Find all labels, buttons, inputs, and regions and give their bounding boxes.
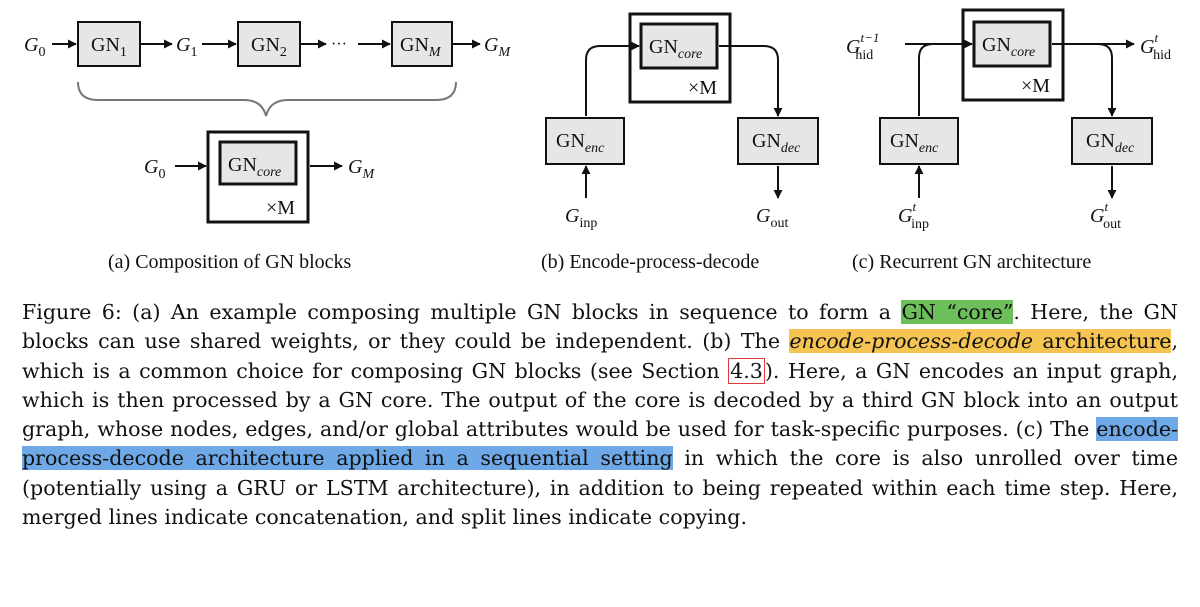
ellipsis: ··· bbox=[331, 36, 347, 53]
brace bbox=[77, 81, 457, 117]
label-g1: G1 bbox=[176, 34, 197, 60]
arrow-core-dec-c bbox=[1097, 43, 1117, 117]
dec-label-c: GNdec bbox=[1086, 130, 1135, 156]
repeat-label-b: ×M bbox=[688, 77, 717, 99]
panel-a bbox=[52, 21, 481, 224]
caption-c: (c) Recurrent GN architecture bbox=[852, 251, 1091, 273]
caption-b: (b) Encode-process-decode bbox=[541, 251, 759, 273]
section-ref-link[interactable]: 4.3 bbox=[728, 357, 765, 384]
core-out-label-a: GM bbox=[348, 156, 375, 182]
highlight-architecture: architecture bbox=[1033, 329, 1172, 354]
dec-label-b: GNdec bbox=[752, 130, 801, 156]
core-label-c: GNcore bbox=[982, 34, 1035, 60]
label-g0: G0 bbox=[24, 34, 45, 60]
caption-part-2: . Here, the GN blocks can use shared wei… bbox=[22, 300, 1179, 354]
label-gm: GM bbox=[484, 34, 511, 60]
panel-b bbox=[545, 12, 819, 199]
dec-block-c bbox=[1071, 117, 1153, 165]
gn2-block bbox=[237, 21, 301, 67]
gn2-label: GN2 bbox=[251, 34, 287, 60]
figure-caption: Figure 6: (a) An example composing multi… bbox=[22, 298, 1178, 532]
highlight-epd-italic: encode-process-decode bbox=[789, 329, 1034, 354]
core-in-label-a: G0 bbox=[144, 156, 165, 182]
core-inner-box-b bbox=[639, 22, 719, 70]
gn1-block bbox=[77, 21, 141, 67]
gn1-label: GN1 bbox=[91, 34, 127, 60]
caption-part-1: Figure 6: (a) An example composing multi… bbox=[22, 300, 902, 324]
repeat-label-c: ×M bbox=[1021, 75, 1050, 97]
highlight-encode-process-decode: encode-process-decode architecture bbox=[789, 329, 1172, 354]
repeat-label-a: ×M bbox=[266, 197, 295, 219]
dec-block-b bbox=[737, 117, 819, 165]
core-inner-box-c bbox=[972, 20, 1052, 68]
highlight-gn-core: GN “core” bbox=[901, 300, 1014, 324]
caption-part-5: in which the core is also unrolled over … bbox=[22, 446, 1179, 530]
arrow-enc-core-b bbox=[585, 41, 640, 116]
core-inner-box-a bbox=[218, 140, 298, 186]
enc-block-c bbox=[879, 117, 959, 165]
out-label-b: Gout bbox=[756, 205, 788, 231]
arrow-enc-merge-c bbox=[918, 43, 934, 116]
caption-part-3: , which is a common choice for composing… bbox=[22, 329, 1178, 383]
caption-part-4: ). Here, a GN encodes an input graph, wh… bbox=[22, 358, 1178, 442]
enc-block-b bbox=[545, 117, 625, 165]
core-label-a: GNcore bbox=[228, 154, 281, 180]
figure-diagram: G0 GN1 G1 GN2 ··· GNM GM G0 GNcore ×M GM… bbox=[24, 8, 1171, 273]
caption-a: (a) Composition of GN blocks bbox=[108, 251, 352, 273]
gnm-block bbox=[391, 21, 453, 67]
core-label-b: GNcore bbox=[649, 36, 702, 62]
enc-label-c: GNenc bbox=[890, 130, 939, 156]
panel-c bbox=[879, 8, 1153, 199]
enc-label-b: GNenc bbox=[556, 130, 605, 156]
arrow-core-dec-b bbox=[719, 45, 783, 117]
inp-label-b: Ginp bbox=[565, 205, 597, 231]
gnm-label: GNM bbox=[400, 34, 442, 60]
